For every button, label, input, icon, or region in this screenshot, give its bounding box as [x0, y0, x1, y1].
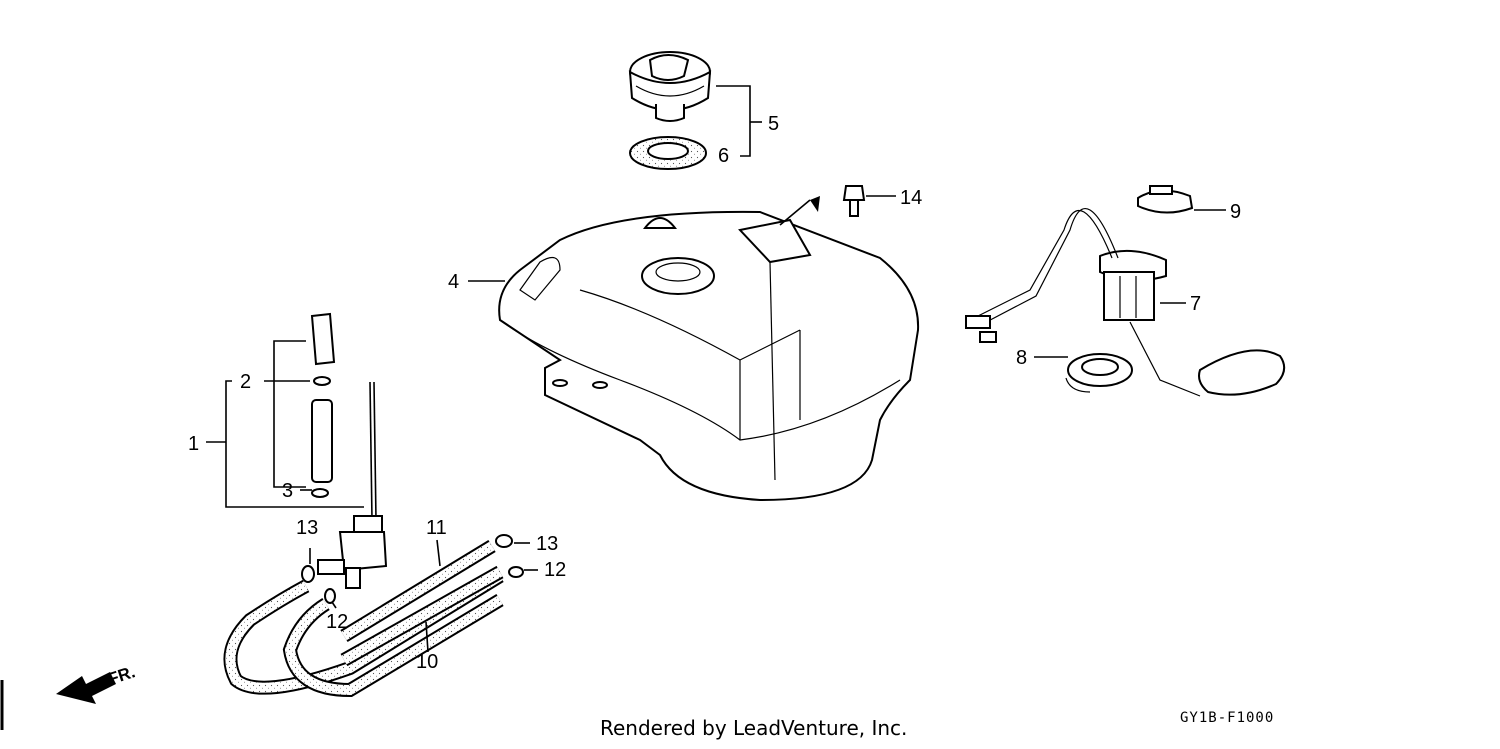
callout-13b: 13 — [536, 533, 558, 555]
cap-gasket — [629, 136, 707, 170]
fuel-cap — [628, 51, 712, 122]
diagram-code: GY1B-F1000 — [1180, 710, 1275, 726]
callout-6: 6 — [718, 145, 729, 167]
callout-1: 1 — [188, 433, 199, 455]
render-credit: Rendered by LeadVenture, Inc. — [600, 716, 908, 740]
fuel-level-sender — [965, 208, 1286, 397]
callout-5: 5 — [768, 113, 779, 135]
front-direction-arrow-icon — [56, 672, 116, 704]
callout-8: 8 — [1016, 347, 1027, 369]
callout-11: 11 — [426, 517, 447, 539]
sender-gasket — [1065, 353, 1133, 393]
callout-3: 3 — [282, 480, 293, 502]
callout-12a: 12 — [326, 611, 348, 633]
callout-12b: 12 — [544, 559, 566, 581]
callout-7: 7 — [1190, 293, 1201, 315]
fuel-hoses — [223, 540, 504, 698]
hose-clips — [301, 534, 524, 604]
bolt — [842, 185, 866, 217]
fuel-cock-assembly — [310, 312, 388, 589]
callout-2: 2 — [240, 371, 251, 393]
callout-9: 9 — [1230, 201, 1241, 223]
callout-4: 4 — [448, 271, 459, 293]
callout-14: 14 — [900, 187, 922, 209]
sender-lock-plate — [1137, 185, 1194, 214]
callout-13a: 13 — [296, 517, 318, 539]
callout-10: 10 — [416, 651, 438, 673]
fuel-tank — [498, 196, 920, 502]
